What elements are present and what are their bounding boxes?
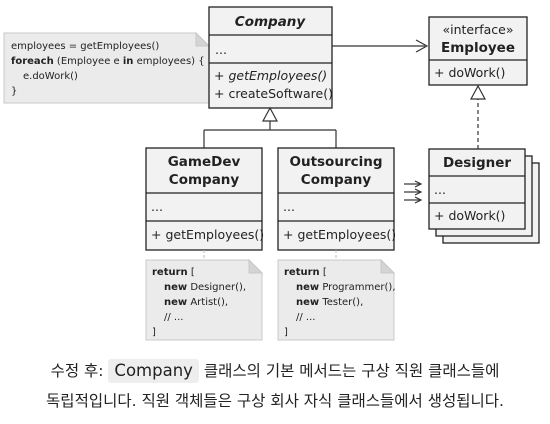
outsourcing-title-line2: Company	[301, 172, 372, 188]
outsourcing-note: return [ new Programmer(), new Tester(),…	[277, 258, 396, 341]
company-fields: ...	[215, 42, 227, 57]
designer-title: Designer	[443, 155, 511, 171]
outsourcing-title-line1: Outsourcing	[289, 154, 382, 170]
outsourcing-note-line3: new Tester(),	[296, 297, 363, 308]
company-note: employees = getEmployees() foreach (Empl…	[3, 31, 211, 104]
designer-fields: ...	[434, 182, 446, 197]
gamedev-note-line4: // ...	[164, 312, 183, 323]
employee-method: + doWork()	[434, 65, 505, 80]
gamedev-note-line1: return [	[152, 267, 195, 278]
employee-stereotype: «interface»	[442, 22, 513, 37]
class-gamedev-company: GameDev Company ... + getEmployees()	[145, 147, 264, 251]
inheritance-company	[203, 106, 337, 148]
designer-method: + doWork()	[434, 208, 505, 223]
caption-code-company: Company	[108, 359, 199, 383]
company-note-line1: employees = getEmployees()	[11, 41, 159, 52]
company-method-create-software: + createSoftware()	[214, 86, 333, 101]
company-note-line4: }	[11, 86, 17, 97]
company-title: Company	[235, 14, 307, 30]
figure-caption: 수정 후: Company 클래스의 기본 메서드는 구상 직원 클래스들에 독…	[0, 356, 550, 416]
gamedev-method: + getEmployees()	[151, 227, 264, 242]
outsourcing-note-line5: ]	[284, 327, 288, 338]
uml-class-diagram: employees = getEmployees() foreach (Empl…	[3, 6, 540, 341]
caption-line2: 독립적입니다. 직원 객체들은 구상 회사 자식 클래스들에서 생성됩니다.	[46, 392, 504, 410]
outsourcing-note-line2: new Programmer(),	[296, 282, 396, 293]
caption-prefix: 수정 후:	[50, 362, 109, 380]
realization-arrow	[469, 84, 487, 149]
class-company: Company ... + getEmployees() + createSof…	[208, 6, 333, 109]
dependency-arrows	[404, 180, 423, 204]
gamedev-note-line5: ]	[152, 327, 156, 338]
employee-title: Employee	[441, 40, 515, 56]
interface-employee: «interface» Employee + doWork()	[428, 16, 528, 86]
outsourcing-fields: ...	[283, 199, 295, 214]
gamedev-note: return [ new Designer(), new Artist(), /…	[145, 258, 264, 341]
class-outsourcing-company: Outsourcing Company ... + getEmployees()	[277, 147, 396, 251]
class-designer: Designer ... + doWork()	[428, 148, 540, 244]
outsourcing-method: + getEmployees()	[283, 227, 396, 242]
gamedev-note-line2: new Designer(),	[164, 282, 246, 293]
company-method-get-employees: + getEmployees()	[214, 68, 327, 83]
gamedev-note-line3: new Artist(),	[164, 297, 228, 308]
company-note-line2: foreach (Employee e in employees) {	[11, 56, 205, 67]
outsourcing-note-line4: // ...	[296, 312, 315, 323]
gamedev-title-line1: GameDev	[168, 154, 241, 170]
outsourcing-note-line1: return [	[284, 267, 327, 278]
gamedev-fields: ...	[151, 199, 163, 214]
gamedev-title-line2: Company	[169, 172, 240, 188]
caption-line1-rest: 클래스의 기본 메서드는 구상 직원 클래스들에	[198, 362, 500, 380]
caption-line1: 수정 후: Company 클래스의 기본 메서드는 구상 직원 클래스들에	[0, 356, 550, 386]
company-note-line3: e.doWork()	[23, 71, 78, 82]
association-arrow	[332, 39, 429, 53]
